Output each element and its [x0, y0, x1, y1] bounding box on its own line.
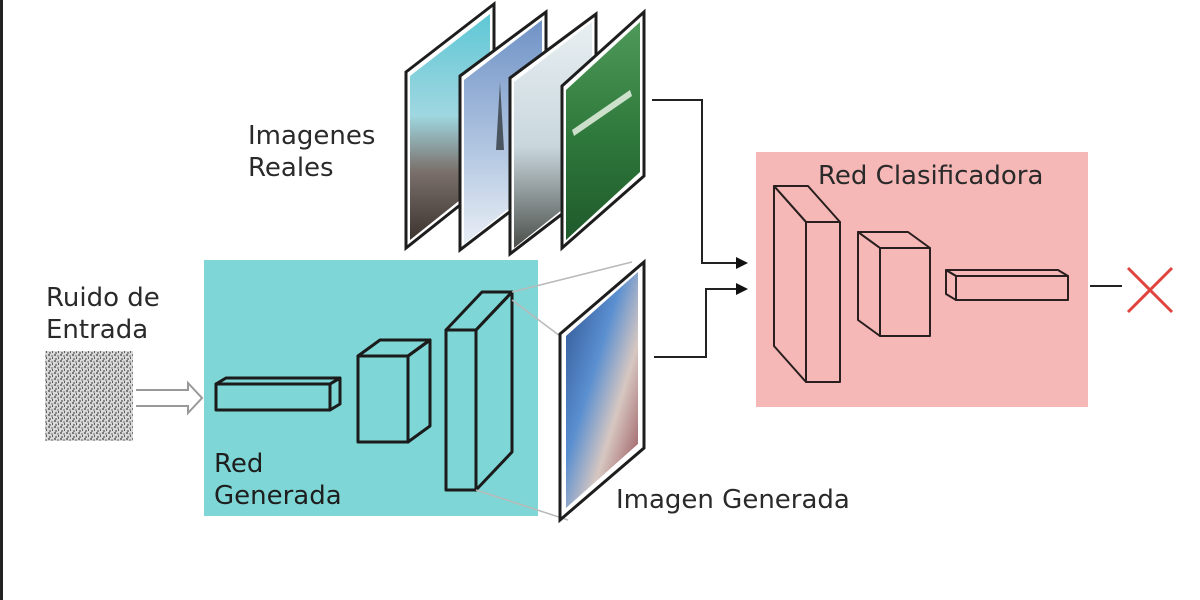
generator-layer-2 [356, 338, 432, 444]
x-mark-icon [1126, 266, 1174, 314]
discriminator-layer-1 [773, 185, 841, 383]
arrow-heads [736, 257, 748, 295]
hollow-arrow-icon [136, 380, 204, 416]
generator-label-line1: Red [214, 449, 264, 479]
real-images-label-line2: Reales [248, 153, 334, 183]
input-noise-label-line2: Entrada [46, 315, 149, 345]
input-noise-label-line1: Ruido de [46, 283, 160, 313]
generator-box [204, 260, 538, 516]
noise-image [45, 351, 133, 441]
generated-image-label: Imagen Generada [616, 485, 850, 515]
generator-label-line2: Generada [214, 481, 342, 511]
real-image-4 [560, 8, 646, 252]
real-images-label-line1: Imagenes [248, 121, 376, 151]
discriminator-layer-2 [857, 231, 931, 337]
connector-lines [652, 99, 738, 358]
discriminator-layer-3 [945, 269, 1069, 301]
discriminator-label: Red Clasificadora [818, 161, 1044, 191]
generator-layer-1 [214, 376, 342, 412]
projection-lines [475, 261, 633, 521]
discriminator-box [756, 152, 1088, 407]
generated-image [558, 258, 646, 524]
left-border-line [0, 0, 3, 600]
